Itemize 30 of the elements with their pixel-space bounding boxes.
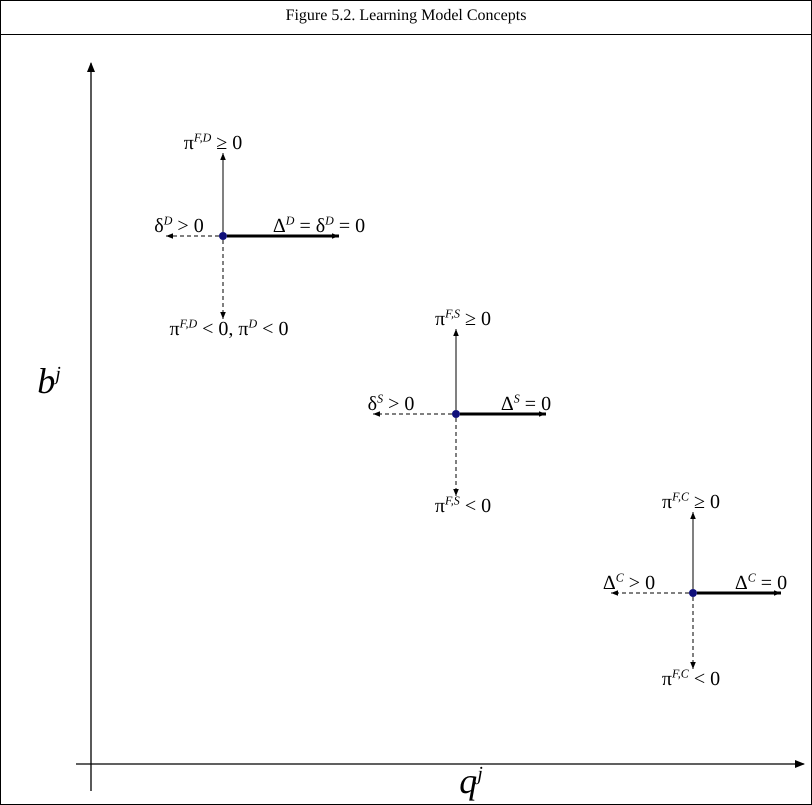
math-label: π$^{F,S}$ < 0 [434,496,492,516]
math-label: π$^{F,S}$ ≥ 0 [435,309,491,329]
point-marker [219,232,227,240]
thick-arrow [460,411,546,417]
dashed-arrow [166,233,220,239]
dashed-arrow [453,418,459,496]
thick-arrow [697,590,781,596]
dashed-arrow [610,590,690,596]
math-label: δ$^{D}$ > 0 [154,216,204,236]
math-label: π$^{F,D}$ < 0, π$^{D}$ < 0 [170,319,288,339]
math-label: Δ$^{S}$ = 0 [500,394,552,414]
arrow [690,512,696,590]
math-label: π$^{F,C}$ ≥ 0 [662,492,720,512]
math-label: π$^{F,D}$ ≥ 0 [184,133,242,153]
math-label: Δ$^{C}$ > 0 [602,573,656,593]
dashed-arrow [372,411,452,417]
point-marker [452,410,460,418]
math-label: π$^{F,C}$ < 0 [662,669,720,689]
math-label: Δ$^{C}$ = 0 [734,573,788,593]
math-label: δ$^{S}$ > 0 [368,394,414,414]
point-marker [689,589,697,597]
figure-title: Figure 5.2. Learning Model Concepts [284,7,528,25]
arrow [453,328,459,410]
math-label: Δ$^{D}$ = δ$^{D}$ = 0 [272,216,366,236]
dashed-arrow [690,596,696,670]
axis-label: q$^{j}$ [459,763,483,799]
arrow [220,152,226,232]
axis-label: b$^{j}$ [37,363,61,399]
thick-arrow [227,233,339,239]
dashed-arrow [220,240,226,320]
